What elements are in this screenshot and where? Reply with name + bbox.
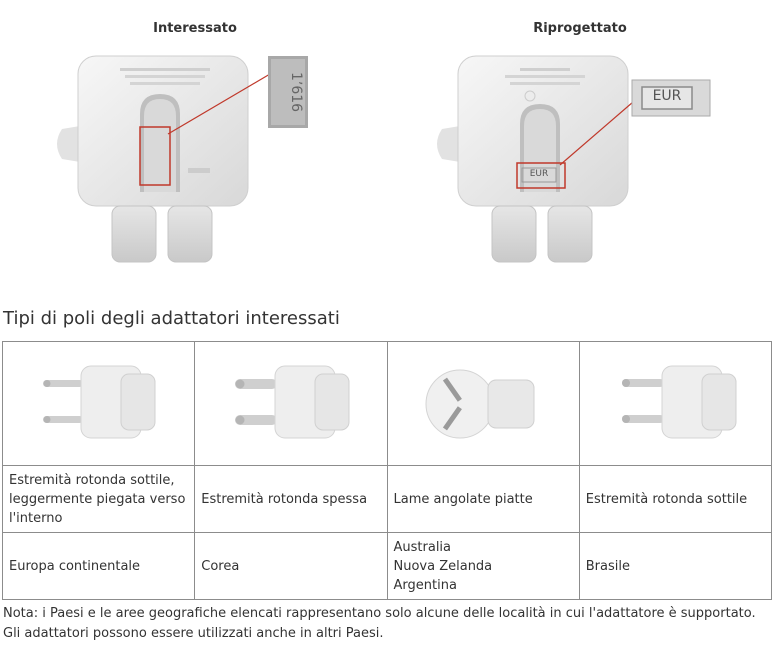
comparison-figures: Interessato Riprogettato (0, 0, 782, 290)
affected-stamp-text: 1ʼ616 (288, 72, 304, 113)
country-cell: Europa continentale (1, 532, 196, 600)
country-name: Argentina (393, 577, 457, 593)
country-cell: Corea (194, 532, 388, 600)
country-name: Brasile (585, 558, 630, 574)
country-row: Europa continentale Corea Australia Nuov… (1, 532, 773, 600)
plug-image-australia (386, 341, 580, 466)
plug-description-row: Estremità rotonda sottile, leggermente p… (1, 465, 773, 533)
description-cell: Estremità rotonda sottile (578, 465, 773, 533)
description-cell: Lame angolate piatte (386, 465, 580, 533)
redesigned-small-stamp-text: EUR (529, 169, 549, 179)
plug-image-korea (194, 341, 388, 466)
redesigned-heading: Riprogettato (533, 21, 627, 36)
country-name: Europa continentale (9, 558, 141, 574)
plug-image-row (1, 341, 773, 466)
plug-image-brazil (578, 341, 773, 466)
description-cell: Estremità rotonda sottile, leggermente p… (1, 465, 196, 533)
redesigned-adapter-image (420, 44, 750, 274)
country-cell: Brasile (578, 532, 773, 600)
footnote: Nota: i Paesi e le aree geografiche elen… (3, 606, 756, 641)
section-title: Tipi di poli degli adattatori interessat… (3, 308, 340, 329)
affected-adapter-image (40, 44, 370, 274)
description-cell: Estremità rotonda spessa (194, 465, 388, 533)
country-name: Nuova Zelanda (393, 558, 493, 574)
redesigned-stamp-text: EUR (652, 88, 682, 104)
country-name: Corea (201, 558, 240, 574)
plug-types-table: Estremità rotonda sottile, leggermente p… (1, 341, 773, 600)
plug-image-europe (1, 341, 196, 466)
country-cell: Australia Nuova Zelanda Argentina (386, 532, 580, 600)
country-name: Australia (393, 539, 452, 555)
affected-heading: Interessato (153, 21, 237, 36)
